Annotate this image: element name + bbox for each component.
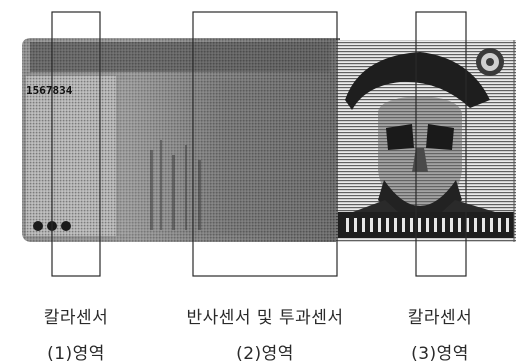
region-2-box bbox=[192, 11, 338, 277]
region-2-sensor-label: 반사센서 및 투과센서 bbox=[186, 308, 344, 328]
region-1-sensor-label: 칼라센서 bbox=[43, 308, 109, 328]
region-3-sensor-label: 칼라센서 bbox=[407, 308, 473, 328]
region-1-region-label: (1)영역 bbox=[47, 344, 105, 364]
region-1-box bbox=[51, 11, 101, 277]
region-3-box bbox=[415, 11, 467, 277]
banknote-image bbox=[22, 38, 516, 242]
sensor-region-boxes bbox=[51, 11, 467, 277]
region-2-region-label: (2)영역 bbox=[236, 344, 294, 364]
region-3-region-label: (3)영역 bbox=[411, 344, 469, 364]
serial-number: 1567834 bbox=[26, 84, 73, 97]
dot-3-icon bbox=[61, 221, 71, 231]
dot-1-icon bbox=[33, 221, 43, 231]
